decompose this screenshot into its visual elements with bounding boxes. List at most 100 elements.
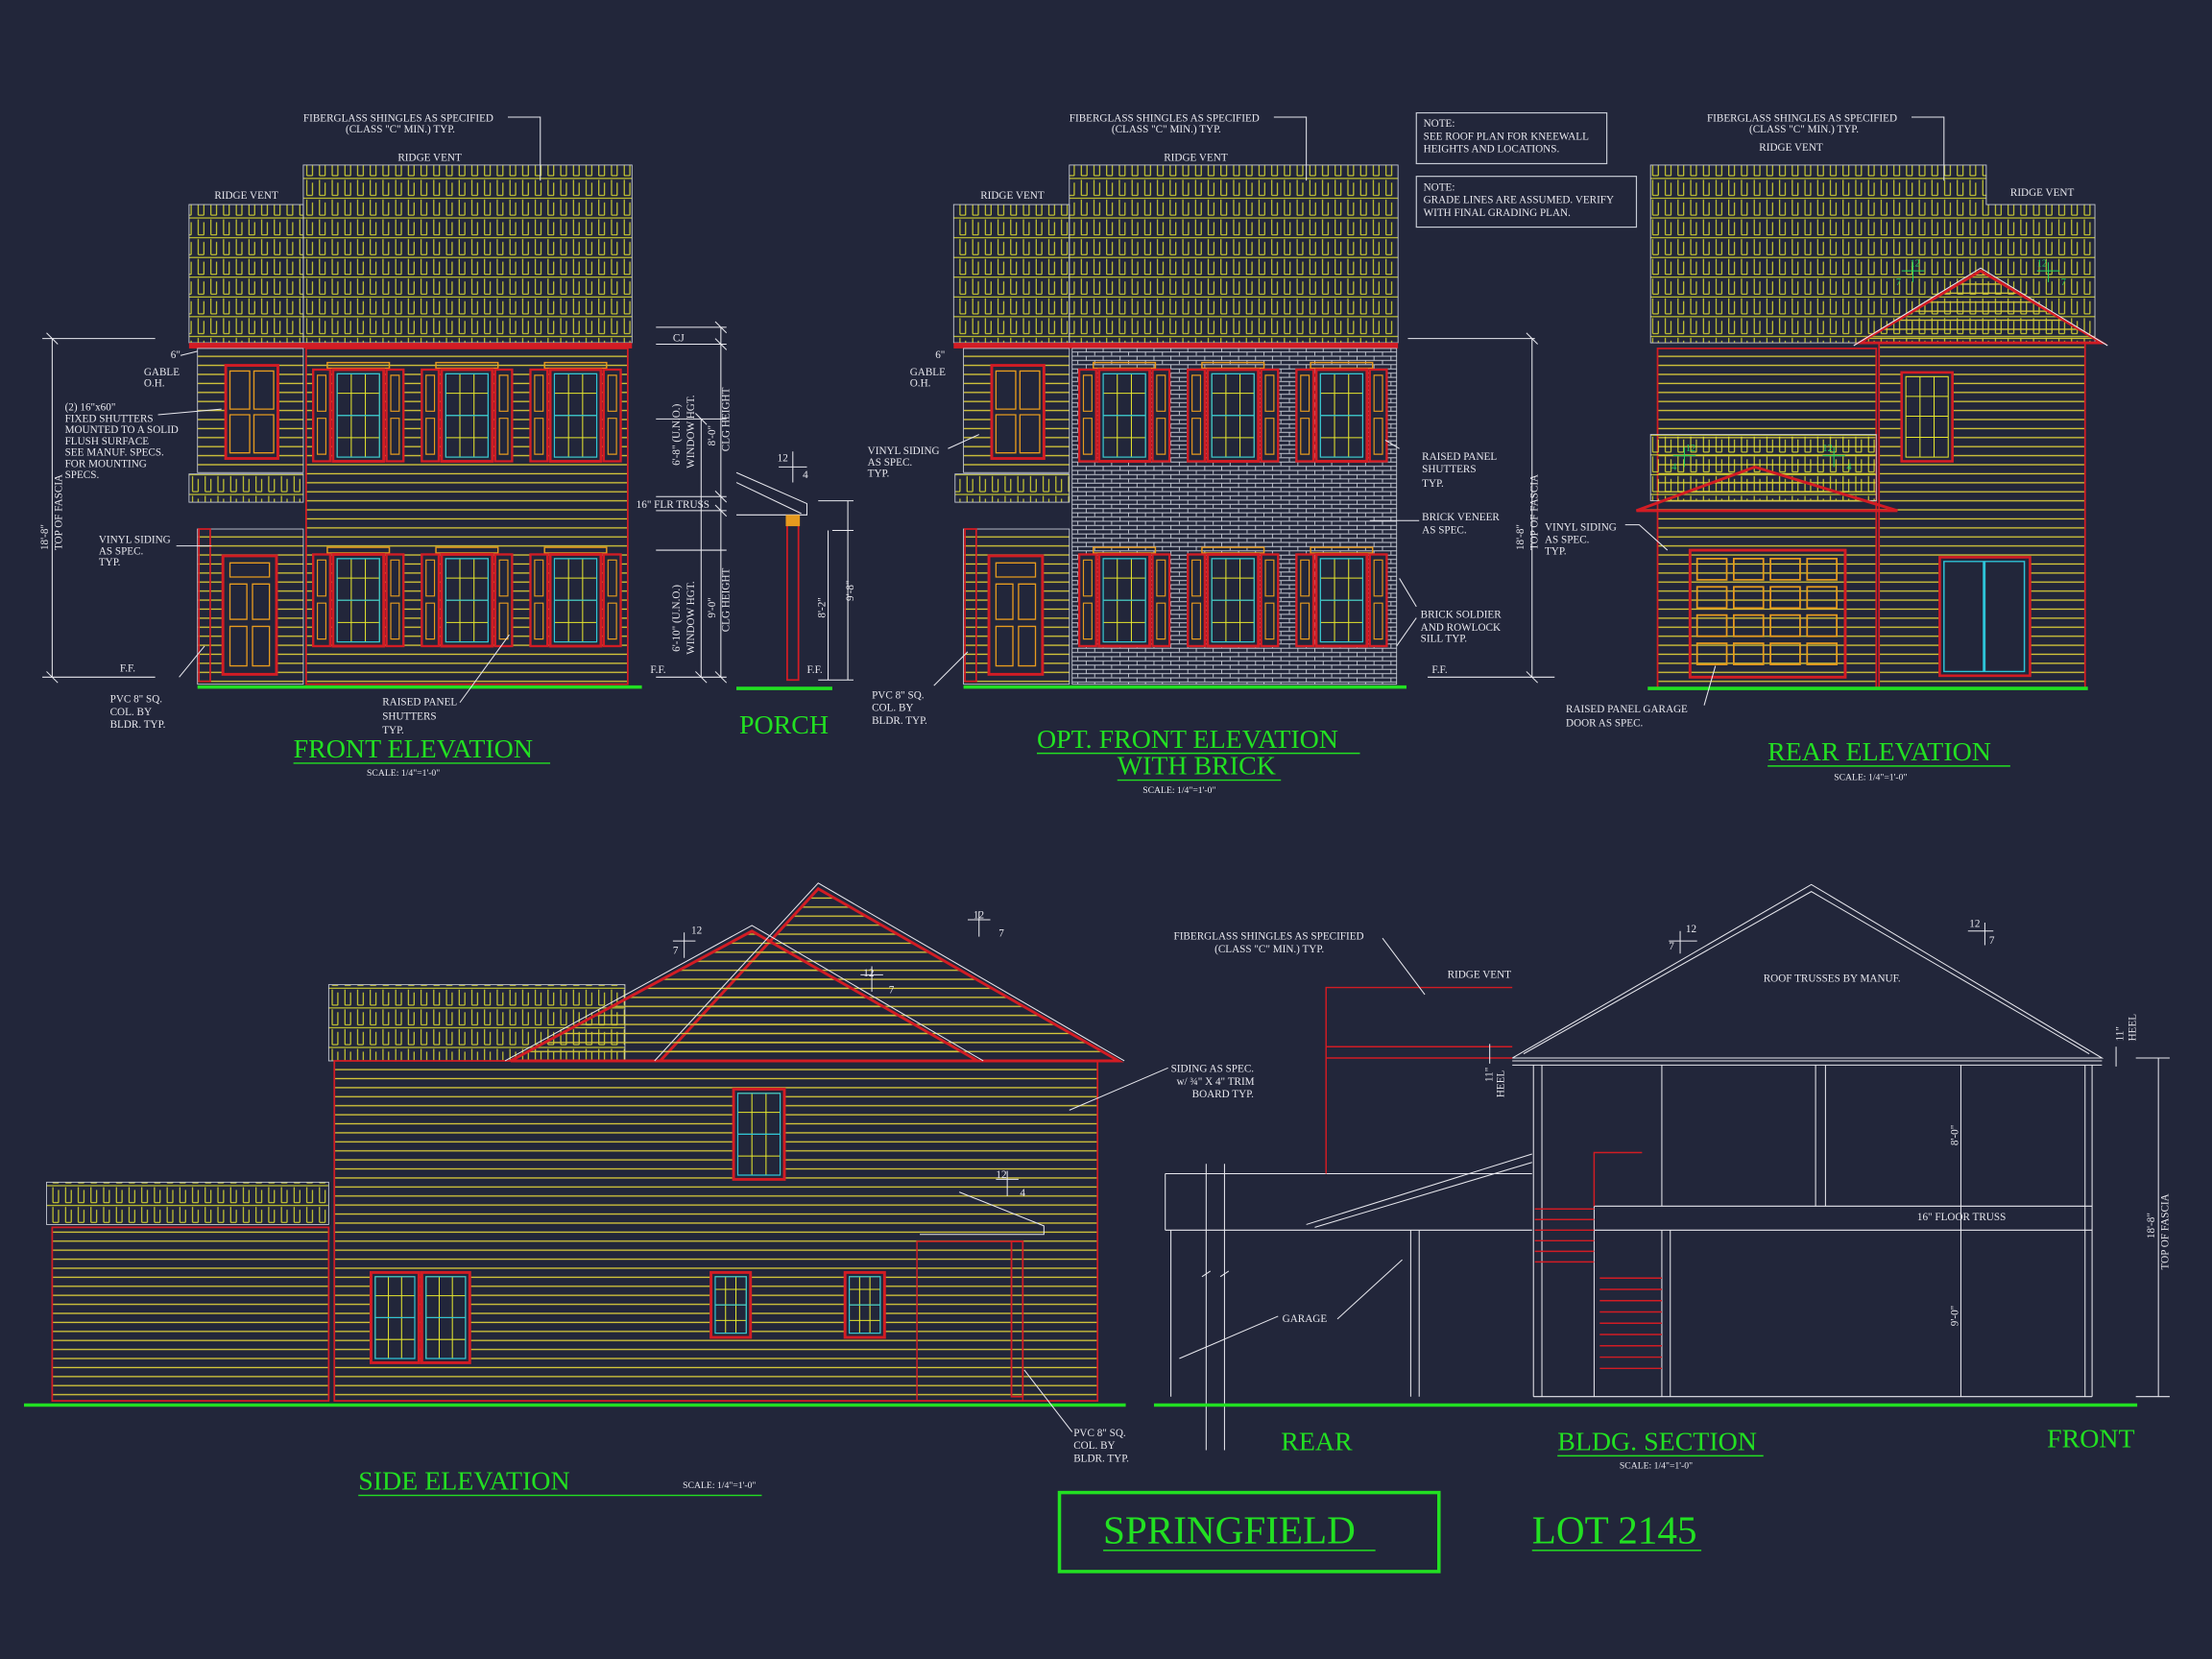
pitch-rise: 7: [673, 945, 679, 956]
shutter: [493, 368, 514, 463]
shutter-panel: [1264, 374, 1275, 455]
side-elevation-title: SIDE ELEVATION: [358, 1467, 569, 1497]
heel-dim: 11": [1484, 1068, 1496, 1082]
height-dim: 18'-8": [1515, 524, 1527, 550]
rear-label: REAR: [1281, 1428, 1353, 1457]
window-glass: [445, 558, 489, 643]
ridge-vent-label: RIDGE VENT: [214, 190, 278, 202]
top-fascia-label: TOP OF FASCIA: [1529, 474, 1541, 550]
fascia: [953, 343, 1399, 349]
shutter-panel: [317, 559, 327, 640]
garage-panel: [1806, 557, 1839, 581]
shutter: [312, 553, 332, 648]
shutter: [529, 368, 549, 463]
floor-truss-label: 16" FLR TRUSS: [637, 499, 709, 511]
garage-wall: [51, 1226, 330, 1402]
fixed-shutters: [990, 364, 1046, 461]
pitch-run: 12: [1822, 444, 1832, 454]
note-line: FOR MOUNTING: [65, 458, 147, 469]
brick-veneer-note: AS SPEC.: [1422, 524, 1467, 536]
garage-panel: [1769, 613, 1801, 637]
pitch-symbols: [672, 911, 1019, 1197]
pitch-rise: 7: [1669, 941, 1674, 952]
siding-note: BOARD TYP.: [1192, 1089, 1254, 1100]
note-line: SEE ROOF PLAN FOR KNEEWALL: [1424, 131, 1589, 142]
dim-label: CLG HEIGHT: [721, 387, 733, 451]
sliding-door-glass: [1943, 561, 2026, 673]
vinyl-note: VINYL SIDING: [1545, 521, 1617, 533]
note-line: GRADE LINES ARE ASSUMED. VERIFY: [1424, 195, 1614, 206]
shutter: [602, 368, 622, 463]
porch-roof: [188, 473, 304, 503]
pvc-note: BLDR. TYP.: [1073, 1453, 1129, 1464]
garage-door-note: DOOR AS SPEC.: [1566, 718, 1643, 730]
title-box: [1057, 1490, 1441, 1574]
shutter-panel: [534, 374, 544, 455]
shutter-panel: [1373, 374, 1383, 455]
garage-panel: [1732, 586, 1765, 610]
gable-label: O.H.: [144, 378, 165, 390]
pitch-rise: 7: [889, 984, 895, 996]
stair: [1534, 1208, 1662, 1370]
note-head: NOTE:: [1424, 181, 1455, 193]
shutter: [1295, 368, 1315, 463]
opt-front-title: OPT. FRONT ELEVATION: [1037, 725, 1338, 755]
pvc-note: PVC 8" SQ.: [110, 694, 163, 706]
ridge-vent-label: RIDGE VENT: [2010, 187, 2075, 199]
shutter: [1077, 553, 1097, 648]
garage-panel: [1769, 557, 1801, 581]
shutter: [1368, 553, 1388, 648]
garage-panel: [1806, 613, 1839, 637]
pvc-note: BLDR. TYP.: [872, 715, 927, 727]
shutter-panel: [1264, 559, 1275, 640]
porch-column: [1010, 1240, 1024, 1398]
garage-section: [1165, 1153, 1532, 1451]
shutter: [312, 368, 332, 463]
upper-roof: [1069, 164, 1399, 344]
window-glass: [1319, 373, 1364, 458]
pitch-symbols: [1672, 262, 2060, 468]
gable-label: GABLE: [910, 367, 946, 378]
section-title: BLDG. SECTION: [1557, 1428, 1757, 1457]
gable-label: GABLE: [144, 367, 180, 378]
window-glass: [336, 558, 380, 643]
rear-window: [1900, 371, 1954, 463]
front-windows: [221, 361, 622, 676]
shutter: [421, 553, 441, 648]
shutter: [493, 553, 514, 648]
window-glass: [848, 1276, 881, 1334]
ff-label: F.F.: [1431, 664, 1447, 676]
brick-soldier-note: AND ROWLOCK: [1421, 622, 1501, 634]
shutter: [602, 553, 622, 648]
dim-label: 8'-0": [707, 425, 718, 445]
dimension-lines: [1179, 937, 2170, 1398]
pitch-rise: 4: [803, 469, 808, 481]
door: [987, 554, 1045, 676]
fascia-dimension-line: [1407, 332, 1555, 684]
left-wall: [1656, 348, 1878, 689]
floor-truss-label: 16" FLOOR TRUSS: [1917, 1212, 2006, 1223]
garage-label: GARAGE: [1283, 1313, 1328, 1325]
fascia-dimension-line: [42, 332, 156, 684]
pitch-run: 12: [1969, 918, 1980, 929]
note-line: HEIGHTS AND LOCATIONS.: [1424, 144, 1560, 156]
front-gable: [510, 929, 983, 1063]
note-box: [1415, 176, 1638, 228]
note-line: FIXED SHUTTERS: [65, 413, 154, 424]
rear-elevation: 12 7 12 7 12 4 12 4 FIBERGLASS SHINGLES …: [1545, 112, 2108, 783]
shutter-panel: [228, 370, 275, 454]
vinyl-note: VINYL SIDING: [868, 445, 940, 457]
shutter: [1187, 368, 1207, 463]
pitch-run: 12: [863, 968, 874, 979]
raised-shutter-note: SHUTTERS: [382, 710, 436, 722]
window-glass: [1319, 558, 1364, 643]
ridge-vent-label: RIDGE VENT: [397, 153, 462, 164]
dim-label: 6'-10" (U.N.O.): [671, 585, 683, 652]
porch-dims: [779, 451, 854, 681]
shutter-panel: [425, 559, 436, 640]
shutter-panel: [607, 374, 617, 455]
shutter-panel: [607, 559, 617, 640]
shutter-panel: [1082, 374, 1093, 455]
garage-gable: [1635, 465, 1898, 513]
dim-label: 9'-0": [1950, 1306, 1961, 1326]
